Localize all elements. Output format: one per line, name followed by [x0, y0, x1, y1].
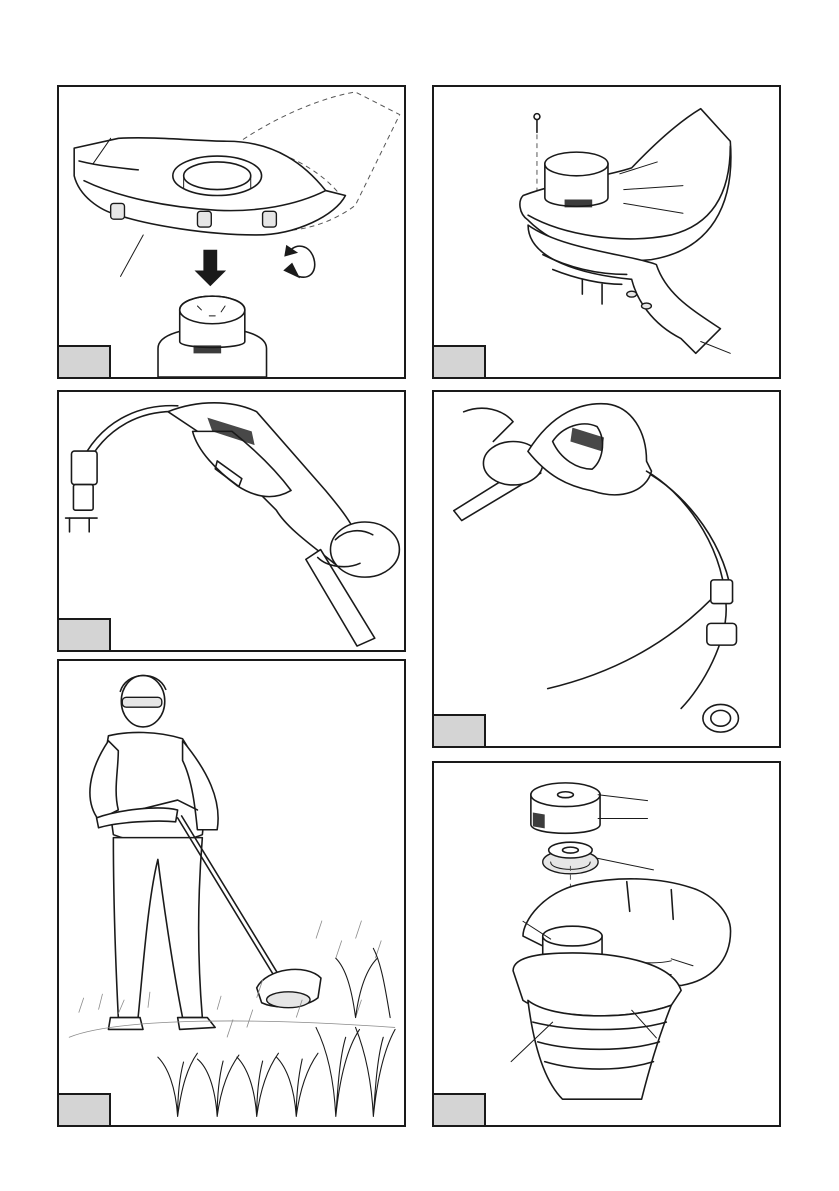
figure-panel-guard-screw: [432, 85, 781, 379]
figure-panel-handle-cable: [432, 390, 781, 748]
figure-panel-guard-fitting: [57, 85, 406, 379]
figure-number-tab: [434, 714, 486, 746]
figure-panel-operator-trimming: [57, 659, 406, 1127]
handle-cable-illustration: [434, 392, 779, 746]
handle-plug-illustration: [59, 392, 404, 650]
guard-fitting-illustration: [59, 87, 404, 377]
figure-number-tab: [59, 345, 111, 377]
operator-trimming-illustration: [59, 661, 404, 1125]
spool-assembly-illustration: [434, 763, 779, 1125]
guard-screw-illustration: [434, 87, 779, 377]
figure-number-tab: [59, 1093, 111, 1125]
figure-number-tab: [434, 345, 486, 377]
figure-panel-handle-plug: [57, 390, 406, 652]
figure-panel-spool-assembly: [432, 761, 781, 1127]
figure-number-tab: [434, 1093, 486, 1125]
figure-number-tab: [59, 618, 111, 650]
